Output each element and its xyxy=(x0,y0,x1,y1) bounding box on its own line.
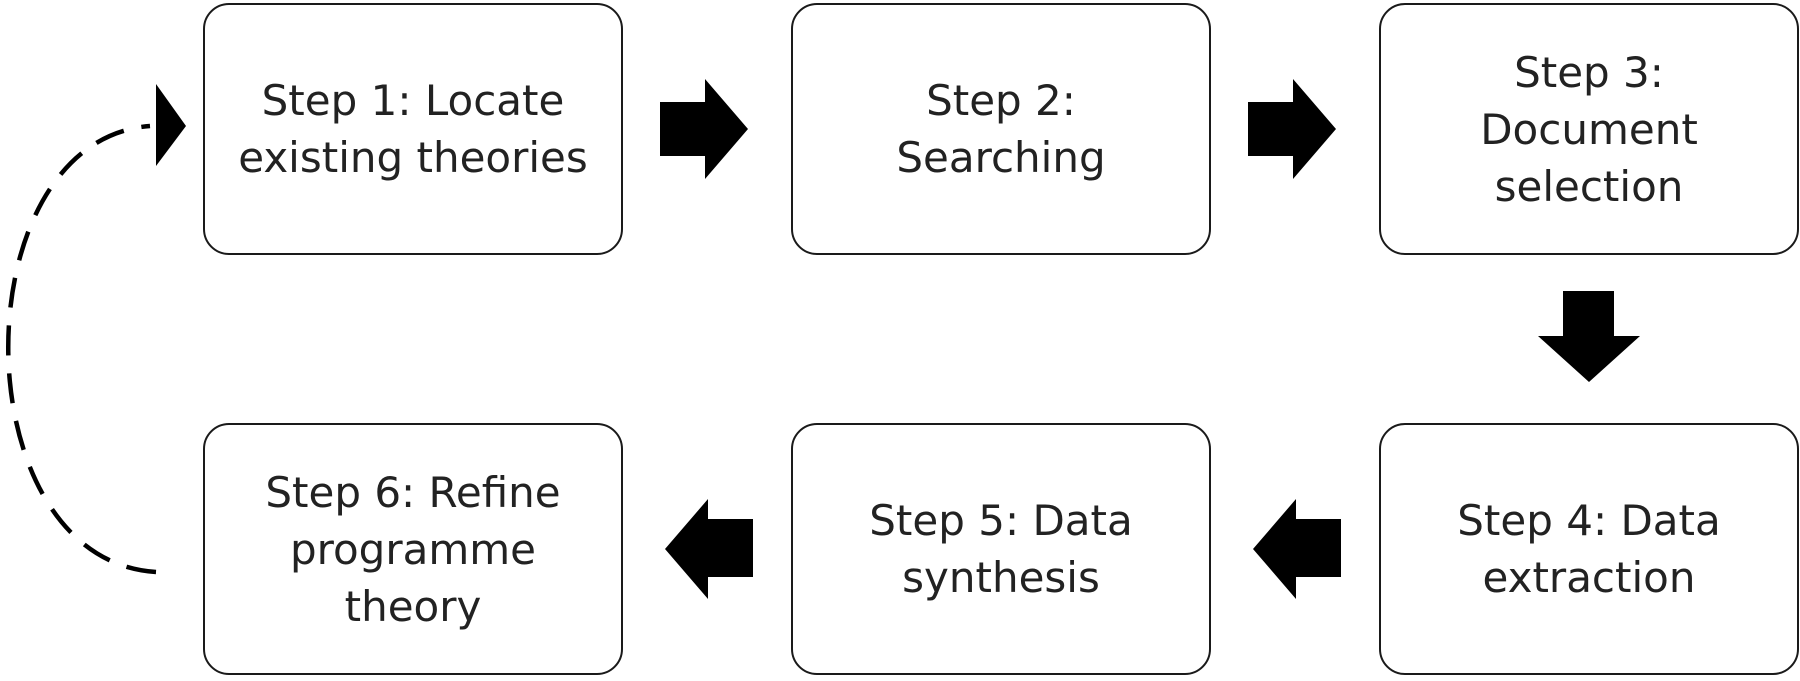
step-4-line-1: Step 4: Data xyxy=(1457,496,1721,545)
step-5-box: Step 5: Data synthesis xyxy=(791,423,1211,675)
step-6-line-3: theory xyxy=(344,581,482,631)
step-6-line-1: Step 6: Refine xyxy=(265,467,561,517)
step-1-line-1: Step 1: Locate xyxy=(261,76,565,125)
step-1-box: Step 1: Locate existing theories xyxy=(203,3,623,255)
arrow-step4-to-step5 xyxy=(1253,499,1341,599)
arrow-step2-to-step3 xyxy=(1248,79,1336,179)
arrow-step1-to-step2 xyxy=(660,79,748,179)
step-3-line-1: Step 3: xyxy=(1514,47,1664,97)
step-5-line-1: Step 5: Data xyxy=(869,496,1133,545)
step-3-line-3: selection xyxy=(1494,161,1684,211)
feedback-loop-dashed-curve xyxy=(6,123,157,575)
step-2-box: Step 2: Searching xyxy=(791,3,1211,255)
step-5-line-2: synthesis xyxy=(902,553,1100,602)
step-3-box: Step 3: Document selection xyxy=(1379,3,1799,255)
step-2-line-1: Step 2: xyxy=(926,76,1076,125)
step-4-box: Step 4: Data extraction xyxy=(1379,423,1799,675)
step-6-line-2: programme xyxy=(289,524,537,574)
step-6-box: Step 6: Refine programme theory xyxy=(203,423,623,675)
feedback-loop-arrowhead xyxy=(156,84,186,166)
arrow-step5-to-step6 xyxy=(665,499,753,599)
step-2-line-2: Searching xyxy=(896,133,1106,182)
step-3-line-2: Document xyxy=(1480,104,1698,154)
step-1-line-2: existing theories xyxy=(238,133,588,182)
arrow-step3-to-step4 xyxy=(1538,291,1640,382)
step-4-line-2: extraction xyxy=(1482,553,1696,602)
